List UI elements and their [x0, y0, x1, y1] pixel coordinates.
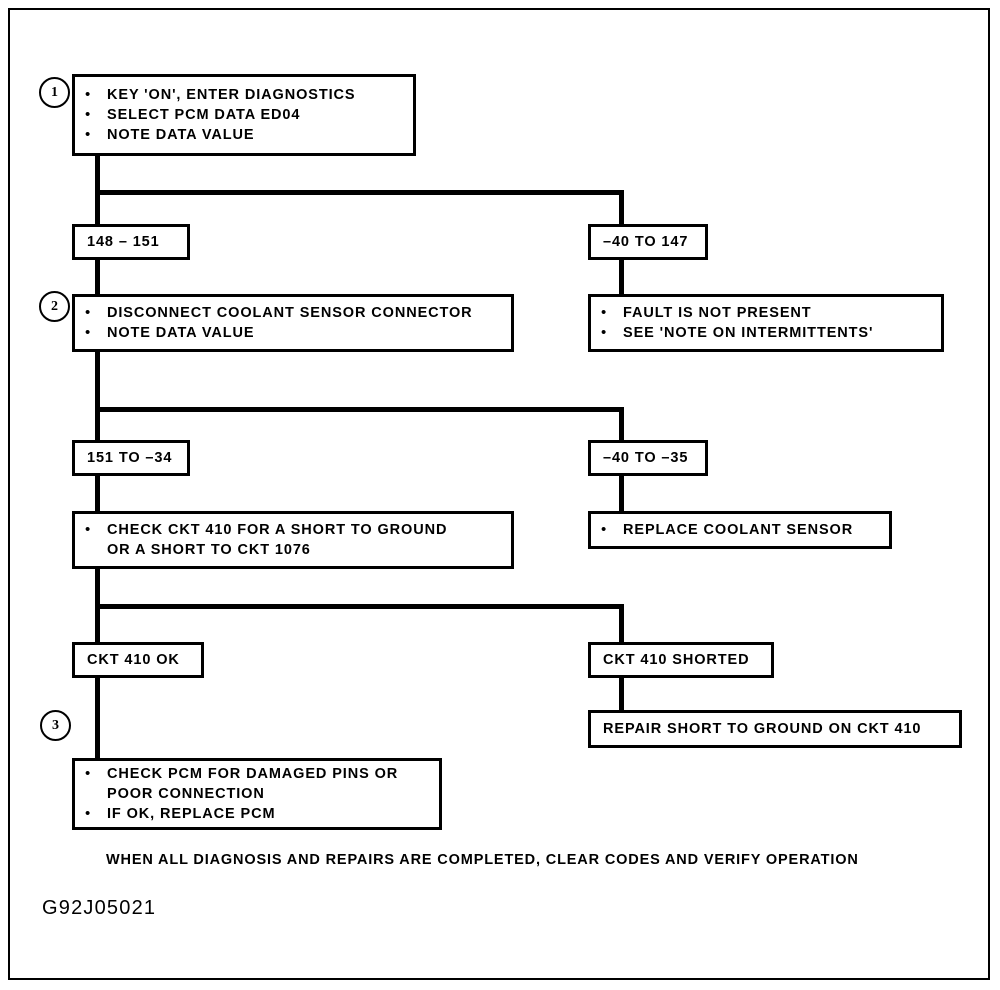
box-range-minus40-147-label: –40 TO 147 [603, 234, 689, 250]
bullet-label: KEY 'ON', ENTER DIAGNOSTICS [107, 87, 356, 103]
bullet-label: NOTE DATA VALUE [107, 325, 255, 341]
bullet-icon: • [601, 521, 607, 538]
step-marker-1-label: 1 [51, 84, 58, 100]
bullet-item: • CHECK PCM FOR DAMAGED PINS OR POOR CON… [85, 764, 435, 804]
bullet-label: REPLACE COOLANT SENSOR [623, 522, 854, 538]
connector-branch1-horizontal [95, 190, 624, 195]
box-check-ckt410: • CHECK CKT 410 FOR A SHORT TO GROUND OR… [72, 511, 514, 569]
step-marker-2-label: 2 [51, 298, 58, 314]
box-step3-bullets: • CHECK PCM FOR DAMAGED PINS OR POOR CON… [85, 764, 435, 824]
box-ckt410-ok-label: CKT 410 OK [87, 652, 180, 668]
bullet-icon: • [85, 304, 91, 321]
box-repair-short-label: REPAIR SHORT TO GROUND ON CKT 410 [603, 721, 922, 737]
footer-note: WHEN ALL DIAGNOSIS AND REPAIRS ARE COMPL… [106, 852, 859, 868]
box-step2: • DISCONNECT COOLANT SENSOR CONNECTOR • … [72, 294, 514, 352]
bullet-icon: • [601, 304, 607, 321]
bullet-label: SELECT PCM DATA ED04 [107, 107, 301, 123]
connector-branch1-right-down [619, 190, 624, 226]
box-fault-not-present: • FAULT IS NOT PRESENT • SEE 'NOTE ON IN… [588, 294, 944, 352]
connector-check-down [95, 568, 100, 628]
bullet-item: • SEE 'NOTE ON INTERMITTENTS' [601, 323, 937, 343]
box-ckt410-ok: CKT 410 OK [72, 642, 204, 678]
box-range-minus40-minus35-label: –40 TO –35 [603, 450, 689, 466]
bullet-label: SEE 'NOTE ON INTERMITTENTS' [623, 325, 874, 341]
box-repair-short: REPAIR SHORT TO GROUND ON CKT 410 [588, 710, 962, 748]
box-ckt410-shorted-label: CKT 410 SHORTED [603, 652, 750, 668]
bullet-item: • DISCONNECT COOLANT SENSOR CONNECTOR [85, 303, 507, 323]
box-replace-coolant-sensor-bullets: • REPLACE COOLANT SENSOR [601, 520, 885, 540]
box-step3: • CHECK PCM FOR DAMAGED PINS OR POOR CON… [72, 758, 442, 830]
box-fault-not-present-bullets: • FAULT IS NOT PRESENT • SEE 'NOTE ON IN… [601, 303, 937, 343]
bullet-icon: • [601, 324, 607, 341]
connector-branch2-horizontal [95, 407, 624, 412]
box-range-148-151: 148 – 151 [72, 224, 190, 260]
document-id: G92J05021 [42, 897, 157, 919]
connector-branch1-left-down [95, 190, 100, 226]
bullet-item: • NOTE DATA VALUE [85, 125, 409, 145]
box-range-148-151-label: 148 – 151 [87, 234, 160, 250]
box-ckt410-shorted: CKT 410 SHORTED [588, 642, 774, 678]
box-range-151-minus34: 151 TO –34 [72, 440, 190, 476]
connector-branch3-horizontal [95, 604, 624, 609]
box-replace-coolant-sensor: • REPLACE COOLANT SENSOR [588, 511, 892, 549]
connector-branch2-right-down [619, 407, 624, 442]
bullet-item: • IF OK, REPLACE PCM [85, 804, 435, 824]
box-check-ckt410-bullets: • CHECK CKT 410 FOR A SHORT TO GROUND OR… [85, 520, 507, 560]
bullet-label: IF OK, REPLACE PCM [107, 806, 276, 822]
connector-step1-down [95, 155, 100, 195]
box-range-minus40-147: –40 TO 147 [588, 224, 708, 260]
connector-range2-right-down [619, 474, 624, 512]
connector-ckt410ok-down [95, 676, 100, 762]
connector-branch3-left-down [95, 604, 100, 644]
step-marker-3-label: 3 [52, 717, 59, 733]
page-border [8, 8, 990, 980]
bullet-item: • REPLACE COOLANT SENSOR [601, 520, 885, 540]
bullet-icon: • [85, 765, 91, 782]
box-step1-bullets: • KEY 'ON', ENTER DIAGNOSTICS • SELECT P… [85, 85, 409, 145]
bullet-label: NOTE DATA VALUE [107, 127, 255, 143]
box-step2-bullets: • DISCONNECT COOLANT SENSOR CONNECTOR • … [85, 303, 507, 343]
step-marker-3: 3 [40, 710, 71, 741]
bullet-icon: • [85, 106, 91, 123]
bullet-icon: • [85, 86, 91, 103]
bullet-item: • NOTE DATA VALUE [85, 323, 507, 343]
box-range-minus40-minus35: –40 TO –35 [588, 440, 708, 476]
bullet-label: CHECK CKT 410 FOR A SHORT TO GROUND OR A… [107, 522, 448, 558]
bullet-icon: • [85, 805, 91, 822]
connector-range1-left-down [95, 258, 100, 296]
bullet-label: FAULT IS NOT PRESENT [623, 305, 812, 321]
bullet-icon: • [85, 126, 91, 143]
connector-step2-down [95, 352, 100, 412]
box-step1: • KEY 'ON', ENTER DIAGNOSTICS • SELECT P… [72, 74, 416, 156]
bullet-icon: • [85, 324, 91, 341]
bullet-item: • CHECK CKT 410 FOR A SHORT TO GROUND OR… [85, 520, 507, 560]
connector-ckt410shorted-down [619, 676, 624, 712]
bullet-label: DISCONNECT COOLANT SENSOR CONNECTOR [107, 305, 473, 321]
connector-branch2-left-down [95, 407, 100, 442]
step-marker-1: 1 [39, 77, 70, 108]
step-marker-2: 2 [39, 291, 70, 322]
bullet-icon: • [85, 521, 91, 538]
bullet-label: CHECK PCM FOR DAMAGED PINS OR POOR CONNE… [107, 766, 399, 802]
connector-range1-right-down [619, 258, 624, 296]
bullet-item: • FAULT IS NOT PRESENT [601, 303, 937, 323]
bullet-item: • KEY 'ON', ENTER DIAGNOSTICS [85, 85, 409, 105]
box-range-151-minus34-label: 151 TO –34 [87, 450, 173, 466]
bullet-item: • SELECT PCM DATA ED04 [85, 105, 409, 125]
connector-range2-left-down [95, 474, 100, 512]
connector-branch3-right-down [619, 604, 624, 644]
